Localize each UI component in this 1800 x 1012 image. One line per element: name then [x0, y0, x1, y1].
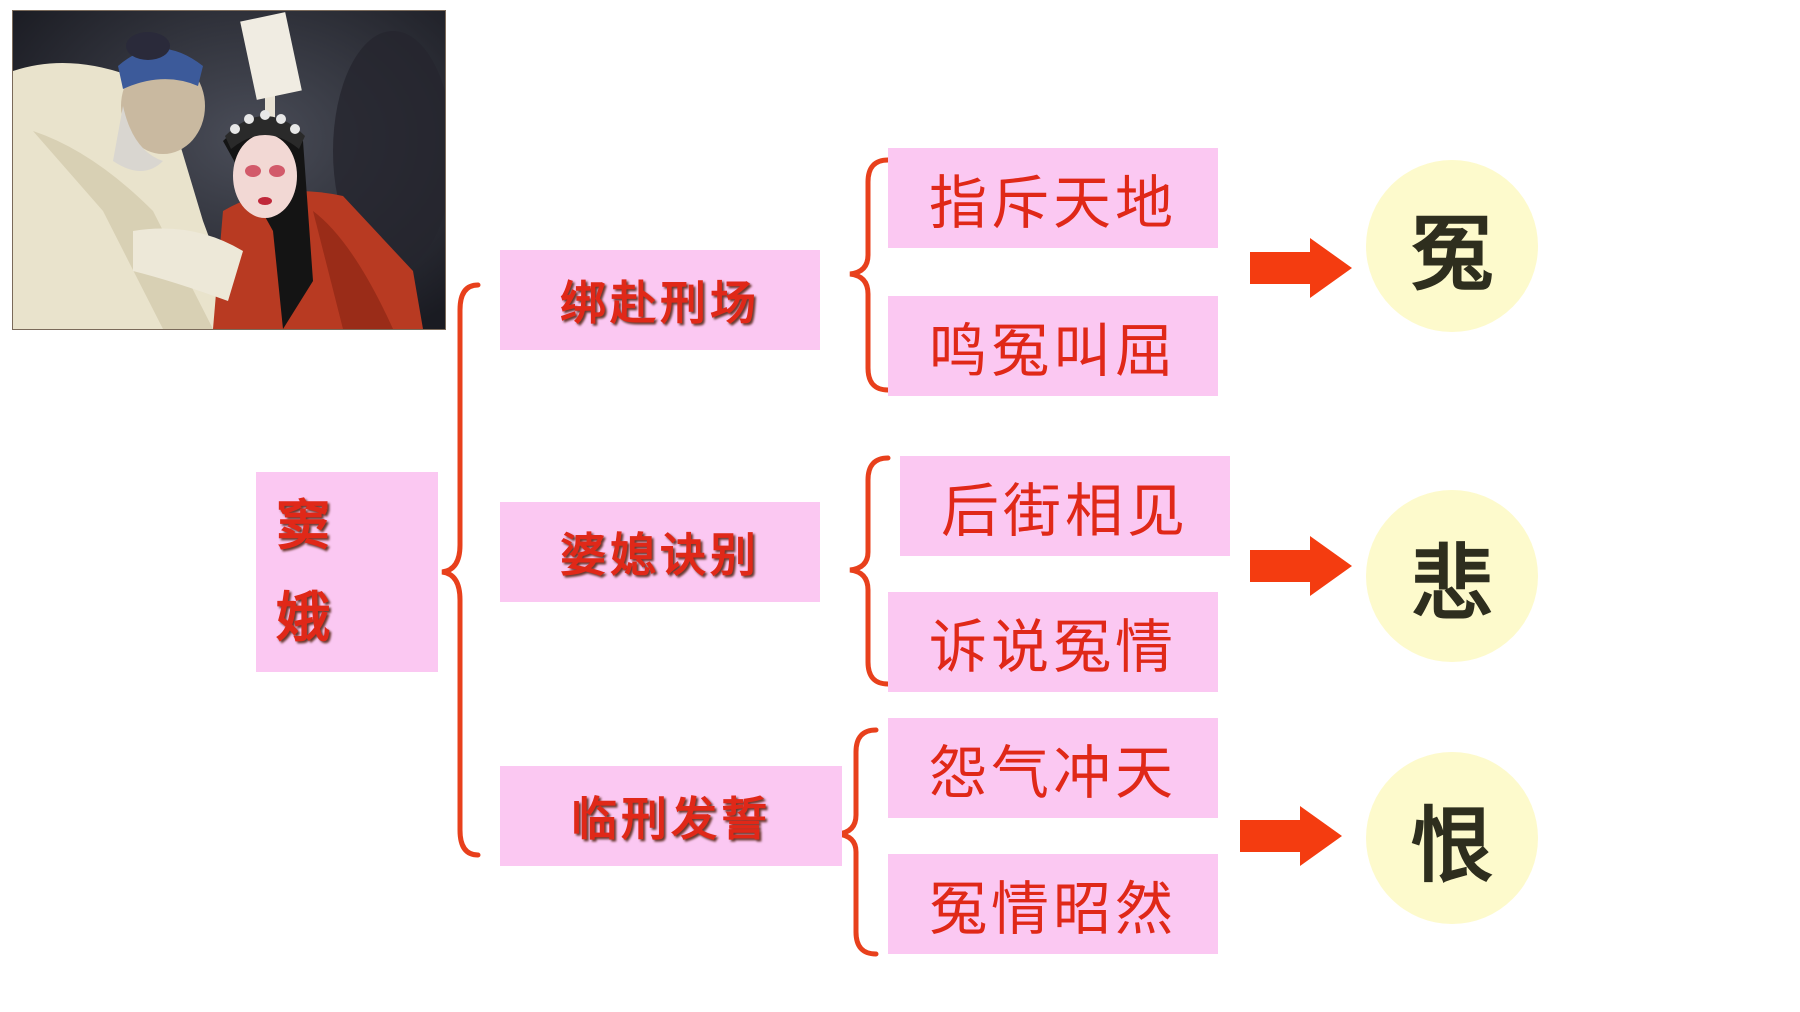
scene1-bracket	[849, 157, 891, 393]
scene-label-3: 临刑发誓	[571, 792, 771, 846]
detail-box-1-2: 鸣冤叫屈	[888, 296, 1218, 396]
detail-label-3-1: 怨气冲天	[928, 739, 1177, 807]
scene-box-3: 临刑发誓	[500, 766, 842, 866]
detail-box-2-2: 诉说冤情	[888, 592, 1218, 692]
result-char-3: 恨	[1410, 797, 1493, 894]
detail-box-3-2: 冤情昭然	[888, 854, 1218, 954]
main-char-2: 娥	[276, 586, 330, 649]
detail-label-2-1: 后街相见	[940, 477, 1189, 545]
detail-label-1-1: 指斥天地	[928, 169, 1177, 237]
detail-label-1-2: 鸣冤叫屈	[928, 317, 1177, 385]
arrow-3	[1240, 806, 1342, 866]
arrow-1	[1250, 238, 1352, 298]
opera-photo	[12, 10, 446, 330]
detail-label-3-2: 冤情昭然	[928, 875, 1177, 943]
result-circle-2: 悲	[1366, 490, 1538, 662]
scene-label-1: 绑赴刑场	[560, 276, 760, 330]
scene-label-2: 婆媳诀别	[560, 528, 760, 582]
scene-box-1: 绑赴刑场	[500, 250, 820, 350]
scene-box-2: 婆媳诀别	[500, 502, 820, 602]
result-char-2: 悲	[1410, 535, 1493, 632]
main-char-1: 窦	[276, 494, 330, 557]
arrow-2	[1250, 536, 1352, 596]
detail-label-2-2: 诉说冤情	[928, 613, 1177, 681]
main-character-box: 窦 娥	[256, 472, 438, 672]
result-circle-3: 恨	[1366, 752, 1538, 924]
result-char-1: 冤	[1410, 205, 1493, 302]
detail-box-1-1: 指斥天地	[888, 148, 1218, 248]
main-bracket	[441, 282, 481, 858]
detail-box-2-1: 后街相见	[900, 456, 1230, 556]
detail-box-3-1: 怨气冲天	[888, 718, 1218, 818]
scene3-bracket	[837, 727, 879, 957]
result-circle-1: 冤	[1366, 160, 1538, 332]
scene2-bracket	[849, 455, 891, 687]
